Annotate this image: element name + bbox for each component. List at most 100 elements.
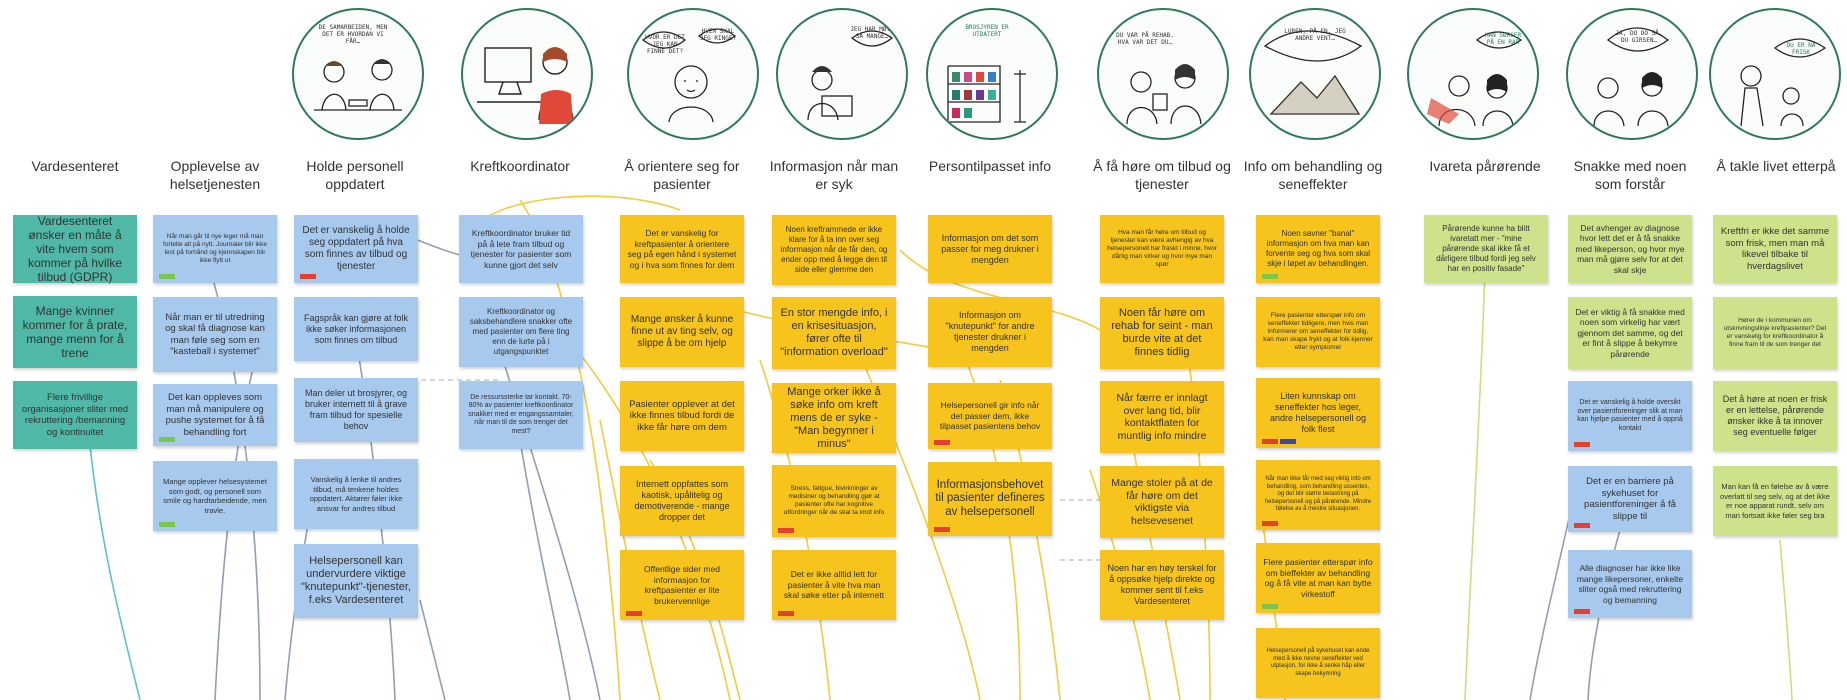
- column-title-persontilpasset: Persontilpasset info: [928, 158, 1052, 174]
- sticky-note[interactable]: Kreftkoordinator og saksbehandlere snakk…: [459, 297, 583, 367]
- sticky-note[interactable]: Mange stoler på at de får høre om det vi…: [1100, 466, 1224, 538]
- column-title-vardesenteret: Vardesenteret: [31, 158, 119, 174]
- sticky-note[interactable]: Flere pasienter etterspør info om seneff…: [1256, 297, 1380, 367]
- sketch-circle-info-syk: JEG HAR MØTT SÅ MANGE…: [776, 8, 908, 140]
- tag-red: [1262, 439, 1278, 444]
- sticky-note[interactable]: Offentlige sider med informasjon for kre…: [620, 550, 744, 620]
- sticky-note[interactable]: Det er viktig å få snakke med noen som v…: [1568, 297, 1692, 369]
- tag-red: [778, 611, 794, 616]
- sticky-note[interactable]: Helsepersonell gir info når det passer d…: [928, 383, 1052, 449]
- sticky-note[interactable]: Hører de i kommunen om utskrivningslinje…: [1713, 297, 1837, 369]
- bubble-6: BROSJYREN ER UTDATERT: [965, 24, 1009, 38]
- sticky-note[interactable]: Det å høre at noen er frisk er en lettel…: [1713, 381, 1837, 451]
- sticky-note[interactable]: Flere frivillige organisasjoner sliter m…: [13, 381, 137, 449]
- column-title-holde-personell: Holde personell oppdatert: [306, 158, 404, 192]
- sticky-note[interactable]: Noen har en høy terskel for å oppsøke hj…: [1100, 550, 1224, 620]
- sticky-note[interactable]: Pasienter opplever at det ikke finnes ti…: [620, 381, 744, 451]
- sticky-note[interactable]: Det er en barriere på sykehuset for pasi…: [1568, 466, 1692, 532]
- tag-green: [159, 522, 175, 527]
- tag-red: [300, 274, 316, 279]
- column-title-ivareta: Ivareta pårørende: [1429, 158, 1541, 174]
- sticky-note[interactable]: Når man ikke får med seg viktig info om …: [1256, 460, 1380, 530]
- bubble-0: DE SAMARBEIDEN, MEN DET ER HVORDAN VI FÅ…: [318, 24, 388, 45]
- bubble-8: LUREN, PÅ EN, JEG ANDRE VENT…: [1284, 28, 1346, 42]
- sticky-note[interactable]: Når man er til utredning og skal få diag…: [153, 297, 277, 372]
- tag-red: [1574, 442, 1590, 447]
- tag-green: [1262, 604, 1278, 609]
- sticky-note[interactable]: Helsepersonell kan undervurdere viktige …: [294, 544, 418, 618]
- sticky-note[interactable]: Hva man får høre om tilbud og tjenester …: [1100, 215, 1224, 283]
- tag-green: [159, 274, 175, 279]
- tag-red: [934, 527, 950, 532]
- column-title-orientere: Å orientere seg for pasienter: [624, 158, 740, 192]
- tag-red: [626, 611, 642, 616]
- sticky-note[interactable]: Vanskelig å lenke til andres tilbud, må …: [294, 459, 418, 529]
- bubble-9: HAN SØRGER PÅ EN RAR: [1484, 32, 1522, 46]
- bubble-5: JEG HAR MØTT SÅ MANGE…: [850, 26, 894, 40]
- sticky-note[interactable]: Noen får høre om rehab for seint - man b…: [1100, 297, 1224, 369]
- sticky-note[interactable]: Man kan få en følelse av å være overlatt…: [1713, 466, 1837, 536]
- bubble-11: DU ER NÅ FRISK: [1786, 42, 1816, 56]
- sticky-note[interactable]: Internett oppfattes som kaotisk, upålite…: [620, 466, 744, 536]
- column-title-informasjon-syk: Informasjon når man er syk: [769, 158, 899, 192]
- sticky-note[interactable]: Når færre er innlagt over lang tid, blir…: [1100, 381, 1224, 453]
- tag-red: [934, 440, 950, 445]
- sticky-note[interactable]: De ressurssterke tar kontakt. 70-80% av …: [459, 381, 583, 449]
- sketch-circle-ivareta: HAN SØRGER PÅ EN RAR: [1407, 8, 1539, 140]
- sticky-note[interactable]: Informasjon om "knutepunkt" for andre tj…: [928, 297, 1052, 367]
- sticky-note[interactable]: Det kan oppleves som man må manipulere o…: [153, 384, 277, 446]
- sticky-note[interactable]: Informasjonsbehovet til pasienter define…: [928, 462, 1052, 536]
- tag-red: [1262, 521, 1278, 526]
- bubble-3: HVOR ER DET JEG KAN FINNE DET?: [645, 34, 685, 55]
- sticky-note[interactable]: Noen kreftrammede er ikke klare for å ta…: [772, 215, 896, 285]
- sticky-note[interactable]: Liten kunnskap om seneffekter hos leger,…: [1256, 378, 1380, 448]
- sketch-circle-holde-personell: DE SAMARBEIDEN, MEN DET ER HVORDAN VI FÅ…: [292, 8, 424, 140]
- tag-green: [1262, 274, 1278, 279]
- sticky-note[interactable]: Kreftkoordinator bruker tid på å lete fr…: [459, 215, 583, 283]
- sticky-note[interactable]: Man deler ut brosjyrer, og bruker intern…: [294, 378, 418, 442]
- tag-navy: [1280, 439, 1296, 444]
- bubble-7: DU VAR PÅ REHAB. HVA VAR DET DU…: [1116, 32, 1174, 46]
- sticky-note[interactable]: Informasjon om det som passer for meg dr…: [928, 215, 1052, 283]
- sticky-note[interactable]: Stress, fatigue, bivirkninger av medisin…: [772, 465, 896, 537]
- sticky-note[interactable]: Fagspråk kan gjøre at folk ikke søker in…: [294, 297, 418, 361]
- sticky-note[interactable]: Flere pasienter etterspør info om bieffe…: [1256, 543, 1380, 613]
- sticky-note[interactable]: Mange orker ikke å søke info om kreft me…: [772, 383, 896, 453]
- sketch-circle-takle-livet: DU ER NÅ FRISK: [1709, 8, 1841, 140]
- sketch-circle-kreftkoordinator: [461, 8, 593, 140]
- sketch-circle-info-behandling: LUREN, PÅ EN, JEG ANDRE VENT…: [1249, 8, 1381, 140]
- column-title-takle-livet: Å takle livet etterpå: [1716, 158, 1836, 174]
- sticky-note[interactable]: Alle diagnoser har ikke like mange likep…: [1568, 550, 1692, 618]
- sticky-note[interactable]: Det er vanskelig å holde seg oppdatert p…: [294, 215, 418, 283]
- sticky-note[interactable]: Det avhenger av diagnose hvor lett det e…: [1568, 215, 1692, 283]
- bubble-10: JA, DO DO SÅ, DU GIRSEN…: [1615, 30, 1663, 44]
- sticky-note[interactable]: Pårørende kunne ha blitt ivaretatt mer -…: [1424, 215, 1548, 283]
- sticky-note[interactable]: Når man går til nye leger må man fortell…: [153, 215, 277, 283]
- sticky-note[interactable]: Kreftfri er ikke det samme som frisk, me…: [1713, 215, 1837, 283]
- bubble-4: HVEM SKAL JEG RINGE?: [699, 28, 737, 42]
- sketch-circle-fa-hore: DU VAR PÅ REHAB. HVA VAR DET DU…: [1097, 8, 1229, 140]
- sticky-note[interactable]: Mange kvinner kommer for å prate, mange …: [13, 296, 137, 368]
- sticky-note[interactable]: Det er ikke alltid lett for pasienter å …: [772, 550, 896, 620]
- column-title-kreftkoordinator: Kreftkoordinator: [470, 158, 570, 174]
- sticky-note[interactable]: Det er vanskelig for kreftpasienter å or…: [620, 215, 744, 283]
- sketch-circle-orientere: HVOR ER DET JEG KAN FINNE DET? HVEM SKAL…: [627, 8, 759, 140]
- sticky-note[interactable]: Mange opplever helsesystemet som godt, o…: [153, 461, 277, 531]
- tag-red: [1574, 609, 1590, 614]
- tag-red: [1574, 523, 1590, 528]
- sticky-note[interactable]: Noen savner "banal" informasjon om hva m…: [1256, 215, 1380, 283]
- tag-green: [159, 437, 175, 442]
- sticky-note[interactable]: Mange ønsker å kunne finne ut av ting se…: [620, 297, 744, 367]
- sticky-note[interactable]: Det er vanskelig å holde oversikt over p…: [1568, 381, 1692, 451]
- sketch-circle-snakke: JA, DO DO SÅ, DU GIRSEN…: [1566, 8, 1698, 140]
- sticky-note[interactable]: Helsepersonell på sykehuset kan ende med…: [1256, 628, 1380, 698]
- sketch-circle-persontilpasset: BROSJYREN ER UTDATERT: [926, 8, 1058, 140]
- column-title-opplevelse: Opplevelse av helsetjenesten: [169, 158, 261, 192]
- tag-red: [778, 528, 794, 533]
- column-title-snakke: Snakke med noen som forstår: [1573, 158, 1687, 192]
- column-title-info-behandling: Info om behandling og seneffekter: [1243, 158, 1383, 192]
- sticky-note[interactable]: En stor mengde info, i en krisesituasjon…: [772, 297, 896, 369]
- column-title-fa-hore: Å få høre om tilbud og tjenester: [1093, 158, 1231, 192]
- sticky-note[interactable]: Vardesenteret ønsker en måte å vite hvem…: [13, 214, 137, 284]
